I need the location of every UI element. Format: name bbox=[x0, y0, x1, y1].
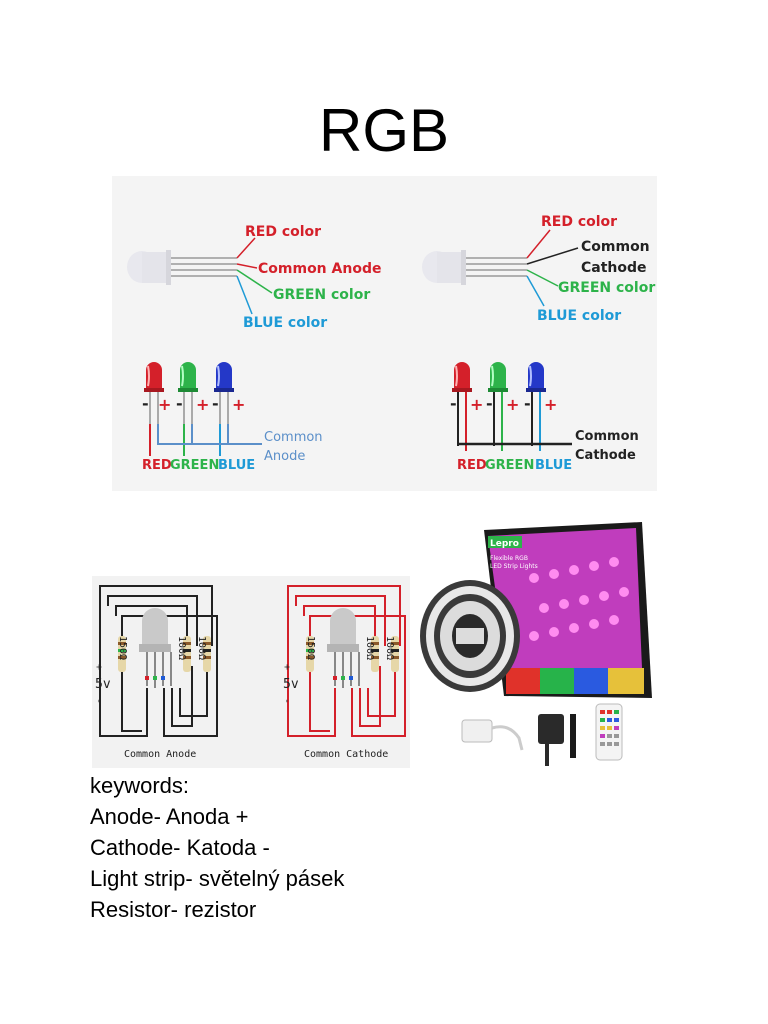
minus-sign: - bbox=[450, 394, 457, 413]
left-bottom-common-label: Common bbox=[264, 430, 323, 445]
keyword-line: Light strip- světelný pásek bbox=[90, 866, 345, 891]
plus-terminal-label: + bbox=[93, 664, 104, 670]
right-cathode-label: Cathode bbox=[581, 260, 647, 276]
resistor-100-label: 100Ω bbox=[364, 636, 375, 660]
led-label-red: RED bbox=[142, 458, 172, 473]
right-common-label: Common bbox=[581, 239, 650, 255]
plus-sign: + bbox=[158, 395, 171, 414]
led-label-blue: BLUE bbox=[218, 458, 255, 473]
common-cathode-led-icon bbox=[422, 229, 579, 307]
minus-sign: - bbox=[486, 394, 493, 413]
keyword-line: Anode- Anoda + bbox=[90, 804, 249, 829]
minus-terminal-label: - bbox=[93, 698, 104, 704]
minus-sign: - bbox=[212, 394, 219, 413]
resistor-100-label: 100Ω bbox=[196, 636, 207, 660]
keyword-line: Resistor- rezistor bbox=[90, 897, 257, 922]
plus-sign: + bbox=[196, 395, 209, 414]
minus-sign: - bbox=[524, 394, 531, 413]
product-box-icon bbox=[484, 522, 652, 698]
keywords-heading: keywords: bbox=[90, 773, 190, 798]
led-label-green: GREEN bbox=[170, 458, 219, 473]
led-label-green: GREEN bbox=[485, 458, 534, 473]
minus-sign: - bbox=[176, 394, 183, 413]
voltage-label: 5v bbox=[283, 677, 299, 692]
left-green-color-label: GREEN color bbox=[273, 287, 370, 303]
led-strip-product-image: Lepro Flexible RGB LED Strip Lights bbox=[414, 518, 658, 768]
led-strip-reel-icon bbox=[420, 580, 520, 692]
left-common-anode-label: Common Anode bbox=[258, 261, 381, 277]
common-cathode-caption: Common Cathode bbox=[304, 749, 388, 760]
left-blue-color-label: BLUE color bbox=[243, 315, 327, 331]
keywords-section: keywords: Anode- Anoda + Cathode- Katoda… bbox=[90, 770, 690, 925]
led-icon bbox=[327, 608, 360, 688]
resistor-150-label: 150Ω bbox=[117, 636, 128, 660]
resistor-100-label: 100Ω bbox=[176, 636, 187, 660]
common-anode-caption: Common Anode bbox=[124, 749, 196, 760]
remote-control-icon bbox=[595, 703, 623, 761]
controller-icon bbox=[461, 719, 524, 751]
power-adapter-icon bbox=[538, 714, 576, 766]
resistor-100-label: 100Ω bbox=[384, 636, 395, 660]
led-label-red: RED bbox=[457, 458, 487, 473]
resistor-icon bbox=[118, 636, 211, 672]
plus-sign: + bbox=[232, 395, 245, 414]
led-label-blue: BLUE bbox=[535, 458, 572, 473]
minus-terminal-label: - bbox=[281, 698, 292, 704]
product-tagline-2: LED Strip Lights bbox=[490, 563, 538, 570]
led-trio-cathode bbox=[452, 362, 572, 451]
plus-sign: + bbox=[470, 395, 483, 414]
right-bottom-cathode-label: Cathode bbox=[575, 448, 636, 463]
common-anode-led-icon bbox=[127, 237, 273, 315]
product-brand: Lepro bbox=[490, 539, 519, 549]
plus-sign: + bbox=[544, 395, 557, 414]
resistor-150-label: 150Ω bbox=[305, 636, 316, 660]
right-bottom-common-label: Common bbox=[575, 429, 639, 444]
voltage-label: 5v bbox=[95, 677, 111, 692]
plus-terminal-label: + bbox=[281, 664, 292, 670]
keyword-line: Cathode- Katoda - bbox=[90, 835, 270, 860]
led-trio-anode bbox=[144, 362, 262, 456]
right-red-color-label: RED color bbox=[541, 214, 617, 230]
resistor-icon bbox=[306, 636, 399, 672]
right-blue-color-label: BLUE color bbox=[537, 308, 621, 324]
rgb-circuit-diagram: 150Ω 100Ω 100Ω + 5v - Common Anode 150Ω … bbox=[92, 576, 410, 768]
product-tagline-1: Flexible RGB bbox=[490, 555, 528, 562]
page-title: RGB bbox=[318, 97, 450, 164]
rgb-led-pinout-diagram: RED color Common Anode GREEN color BLUE … bbox=[112, 176, 657, 491]
led-icon bbox=[139, 608, 172, 688]
plus-sign: + bbox=[506, 395, 519, 414]
left-red-color-label: RED color bbox=[245, 224, 321, 240]
right-green-color-label: GREEN color bbox=[558, 280, 655, 296]
left-bottom-anode-label: Anode bbox=[264, 449, 305, 464]
minus-sign: - bbox=[142, 394, 149, 413]
common-cathode-circuit bbox=[287, 585, 406, 737]
